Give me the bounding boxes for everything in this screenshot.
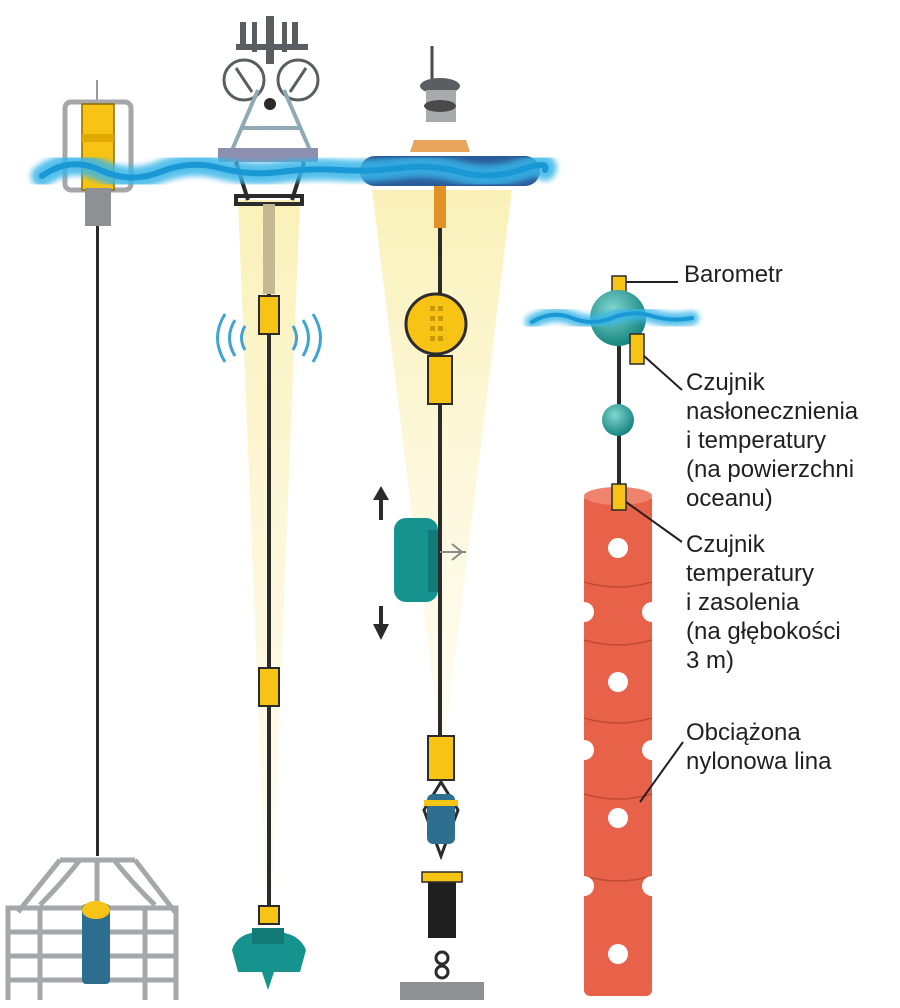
leader-rope [639, 741, 684, 803]
mooring-4-detail-rope [525, 275, 699, 996]
leader-solar-temp [643, 355, 683, 391]
water-surface-wave [31, 153, 557, 189]
mooring-1-tripod [5, 80, 179, 1000]
mooring-3-profiler-buoy [360, 46, 540, 1000]
temp-salinity-sensor [611, 483, 627, 511]
label-weighted-rope: Obciążona nylonowa lina [686, 719, 832, 775]
label-barometer: Barometr [684, 261, 783, 288]
leader-lines [625, 281, 684, 803]
label-solar-temp-sensor: Czujnik nasłonecznienia i temperatury (n… [686, 369, 859, 512]
weighted-nylon-rope [584, 494, 652, 996]
label-temp-salinity-sensor: Czujnik temperatury i zasolenia (na głęb… [686, 531, 841, 674]
solar-temp-sensor [629, 333, 645, 365]
leader-temp-salinity [625, 501, 683, 543]
